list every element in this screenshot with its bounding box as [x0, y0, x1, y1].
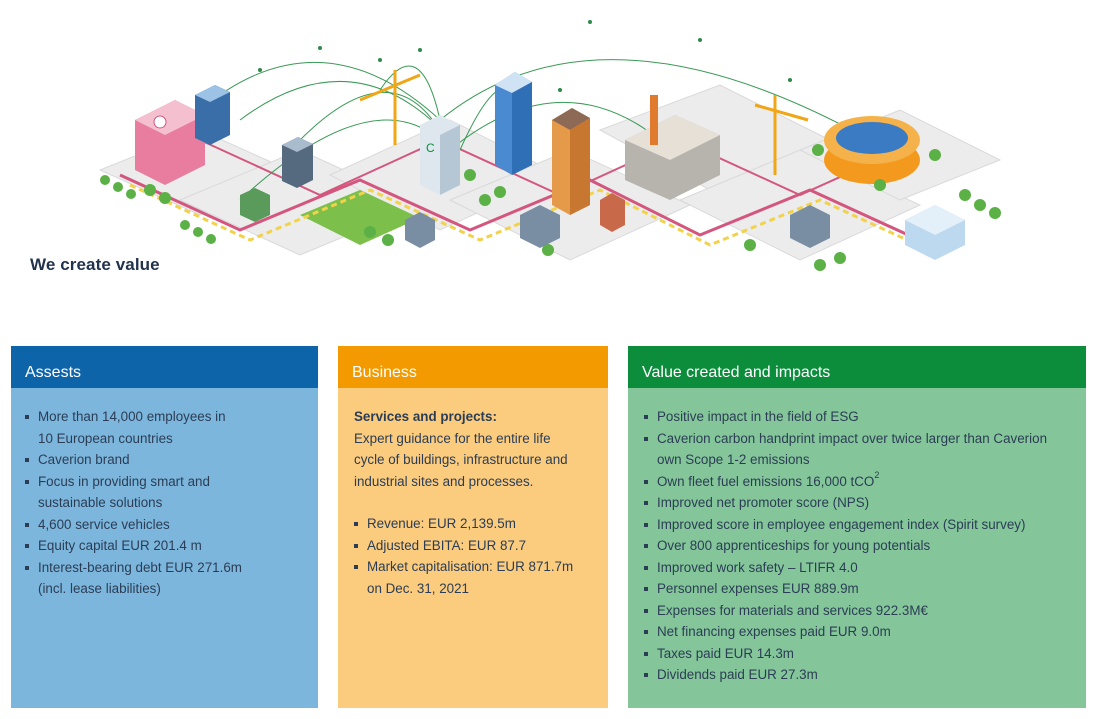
office-block-left	[282, 137, 313, 188]
small-houses	[240, 188, 830, 248]
list-item: Improved net promoter score (NPS)	[644, 492, 1086, 514]
crane-left	[359, 70, 421, 145]
business-subtitle: Services and projects:	[354, 409, 497, 424]
list-item: Net financing expenses paid EUR 9.0m	[644, 621, 1086, 643]
list-item: Market capitalisation: EUR 871.7m	[354, 556, 608, 578]
list-item: (incl. lease liabilities)	[38, 581, 161, 596]
list-item: 4,600 service vehicles	[25, 514, 318, 536]
value-column: Value created and impacts Positive impac…	[628, 346, 1086, 708]
city-illustration-graphic: C	[98, 20, 1002, 271]
list-item: sustainable solutions	[38, 495, 163, 510]
factory-building	[625, 95, 720, 200]
business-header: Business	[338, 346, 608, 388]
list-item: 10 European countries	[38, 430, 173, 446]
list-item: Own fleet fuel emissions 16,000 tCO2	[644, 469, 1086, 493]
hero-title: We create value	[30, 255, 160, 274]
list-item: on Dec. 31, 2021	[367, 580, 469, 596]
assets-list: More than 14,000 employees in 10 Europea…	[25, 406, 318, 600]
office-tower-left	[195, 85, 230, 145]
list-item: Dividends paid EUR 27.3m	[644, 664, 1086, 686]
central-building: C	[420, 115, 460, 195]
list-item: Personnel expenses EUR 889.9m	[644, 578, 1086, 600]
list-item: Adjusted EBITA: EUR 87.7	[354, 535, 608, 557]
list-item: Revenue: EUR 2,139.5m	[354, 513, 608, 535]
emissions-text: Own fleet fuel emissions 16,000 tCO	[657, 473, 875, 489]
assets-header: Assests	[11, 346, 318, 388]
business-body: Services and projects: Expert guidance f…	[338, 388, 608, 708]
skyscraper-blue	[495, 72, 532, 175]
assets-body: More than 14,000 employees in 10 Europea…	[11, 388, 318, 708]
list-item: Equity capital EUR 201.4 m	[25, 535, 318, 557]
stadium	[824, 116, 920, 184]
list-item: Improved score in employee engagement in…	[644, 514, 1086, 536]
list-item: Taxes paid EUR 14.3m	[644, 643, 1086, 665]
skyscraper-orange	[552, 108, 590, 215]
list-item: Interest-bearing debt EUR 271.6m	[25, 557, 318, 579]
city-illustration: C	[0, 0, 1098, 300]
value-list: Positive impact in the field of ESG Cave…	[644, 406, 1086, 686]
park-plate	[300, 190, 420, 245]
hospital-building	[135, 100, 205, 185]
value-body: Positive impact in the field of ESG Cave…	[628, 388, 1086, 708]
list-item: Improved work safety – LTIFR 4.0	[644, 557, 1086, 579]
assets-column: Assests More than 14,000 employees in 10…	[11, 346, 318, 708]
network-nodes	[258, 20, 792, 92]
list-item: Expenses for materials and services 922.…	[644, 600, 1086, 622]
list-item: Caverion brand	[25, 449, 318, 471]
value-header: Value created and impacts	[628, 346, 1086, 388]
greenhouse-building	[905, 205, 965, 260]
business-column: Business Services and projects: Expert g…	[338, 346, 608, 708]
business-list: Revenue: EUR 2,139.5m Adjusted EBITA: EU…	[354, 513, 608, 599]
list-item: More than 14,000 employees in	[25, 406, 318, 428]
crane-right	[754, 95, 809, 175]
list-item: Caverion carbon handprint impact over tw…	[644, 428, 1086, 450]
svg-text:C: C	[426, 141, 435, 155]
trees	[100, 144, 1001, 271]
list-item: Focus in providing smart and	[25, 471, 318, 493]
business-description: Expert guidance for the entire life cycl…	[354, 430, 568, 489]
list-item: Over 800 apprenticeships for young poten…	[644, 535, 1086, 557]
list-item: own Scope 1-2 emissions	[657, 452, 810, 467]
emissions-superscript: 2	[874, 469, 880, 480]
list-item: Positive impact in the field of ESG	[644, 406, 1086, 428]
